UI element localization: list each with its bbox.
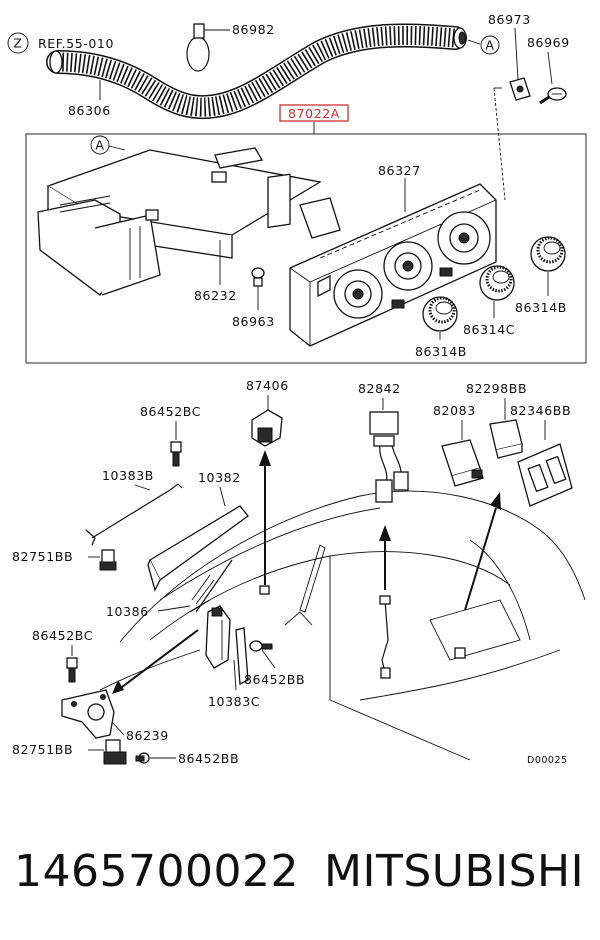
footer-brand: MITSUBISHI <box>324 846 584 897</box>
sensor-87406 <box>251 409 283 447</box>
callout-86452BB-mid: 86452BB <box>244 672 305 687</box>
relay-82751BB-bottom <box>103 739 127 765</box>
heater-control-frame <box>25 133 587 364</box>
mounting-bracket-86239 <box>61 689 115 739</box>
callout-86239: 86239 <box>126 728 169 743</box>
callout-87022A-highlight: 87022A <box>279 104 349 134</box>
duct-hose-86306 <box>46 23 467 120</box>
callout-86452BB-bottom: 86452BB <box>178 751 239 766</box>
svg-text:A: A <box>485 38 494 53</box>
switch-82083 <box>441 439 484 487</box>
dashboard-outline <box>99 490 586 761</box>
switch-panel-82346BB <box>517 443 573 507</box>
callout-10383C: 10383C <box>208 694 260 709</box>
callout-10383B: 10383B <box>102 468 154 483</box>
callout-86452BC-bottom: 86452BC <box>32 628 93 643</box>
knob-86314B-bottom <box>422 296 458 332</box>
bolt-86452BC-top <box>170 441 182 467</box>
bracket-assembly-10383C <box>205 605 249 686</box>
diagram-code: D00025 <box>527 755 568 766</box>
callout-86327: 86327 <box>378 163 421 178</box>
callout-86969: 86969 <box>527 35 570 50</box>
callout-82751BB-bottom: 82751BB <box>12 742 73 757</box>
grommet-86963 <box>251 267 265 310</box>
svg-text:A: A <box>95 138 104 153</box>
callout-86314B-bottom: 86314B <box>415 344 467 359</box>
callout-86306: 86306 <box>68 103 111 118</box>
ref-marker: Z <box>7 32 29 54</box>
footer-part-number: 1465700022 <box>14 846 299 897</box>
callout-82083: 82083 <box>433 403 476 418</box>
switch-82298BB <box>489 419 523 459</box>
callout-86982: 86982 <box>232 22 275 37</box>
svg-text:Z: Z <box>13 36 22 51</box>
callout-87406: 87406 <box>246 378 289 393</box>
hose-clamp-86982 <box>186 23 230 72</box>
ref-label: REF.55-010 <box>38 36 114 51</box>
callout-86452BC-top: 86452BC <box>140 404 201 419</box>
callout-86314C: 86314C <box>463 322 515 337</box>
knob-86314C <box>479 265 515 301</box>
connection-marker-top: A <box>467 35 500 55</box>
callout-82298BB: 82298BB <box>466 381 527 396</box>
callout-86973: 86973 <box>488 12 531 27</box>
cable-10383B <box>85 483 183 546</box>
switch-harness-82842 <box>369 411 409 503</box>
heater-control-panel-86327 <box>289 183 497 347</box>
bolt-86452BB-bottom <box>135 752 176 764</box>
callout-10382: 10382 <box>198 470 241 485</box>
bolt-86452BC-bottom <box>66 657 78 683</box>
callout-82346BB: 82346BB <box>510 403 571 418</box>
bracket-assembly-86232 <box>37 147 341 296</box>
callout-86232: 86232 <box>194 288 237 303</box>
callout-82842: 82842 <box>358 381 401 396</box>
bolt-86452BB-mid <box>249 640 276 669</box>
callout-86314B-right: 86314B <box>515 300 567 315</box>
callout-82751BB-top: 82751BB <box>12 549 73 564</box>
knob-86314B-right <box>530 236 566 272</box>
cover-panel-10382 <box>147 505 249 592</box>
connection-marker-inner: A <box>90 135 126 155</box>
relay-82751BB-top <box>99 549 117 571</box>
callout-87022A: 87022A <box>288 106 340 121</box>
callout-86963: 86963 <box>232 314 275 329</box>
screw-86969 <box>539 87 567 105</box>
clip-nut-86973 <box>509 77 531 101</box>
callout-10386: 10386 <box>106 604 149 619</box>
